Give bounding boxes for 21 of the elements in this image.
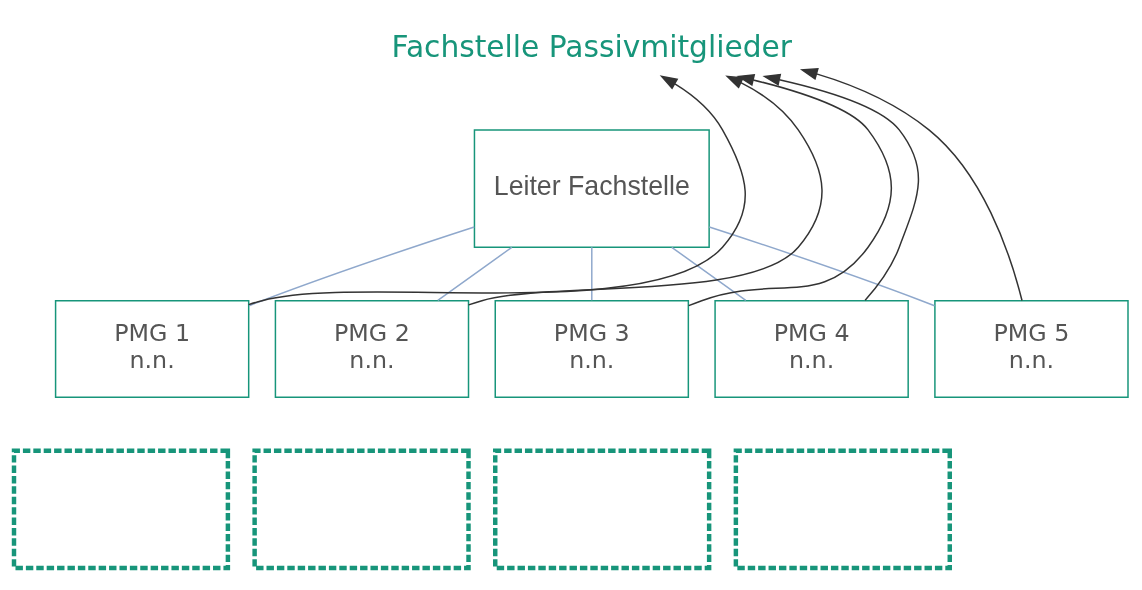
connector — [591, 246, 593, 301]
arrow — [687, 73, 893, 306]
arrow — [762, 73, 920, 301]
arrow — [799, 67, 1023, 301]
node-box: PMG 3 n.n. — [494, 299, 690, 398]
node-box — [252, 448, 471, 570]
node-box: PMG 4 n.n. — [714, 299, 909, 398]
connector — [671, 246, 747, 301]
node-box — [733, 448, 952, 570]
node-box: PMG 5 n.n. — [934, 299, 1129, 398]
connector — [437, 246, 513, 301]
connector — [708, 225, 936, 306]
connector — [248, 225, 475, 306]
node-box — [493, 448, 712, 570]
node-box: Leiter Fachstelle — [473, 128, 710, 248]
node-box — [11, 448, 231, 570]
node-box: PMG 1 n.n. — [54, 299, 250, 398]
node-box: PMG 2 n.n. — [274, 299, 470, 398]
node-text: Fachstelle Passivmitglieder — [391, 28, 793, 64]
arrow — [247, 74, 746, 305]
arrow — [467, 75, 823, 306]
